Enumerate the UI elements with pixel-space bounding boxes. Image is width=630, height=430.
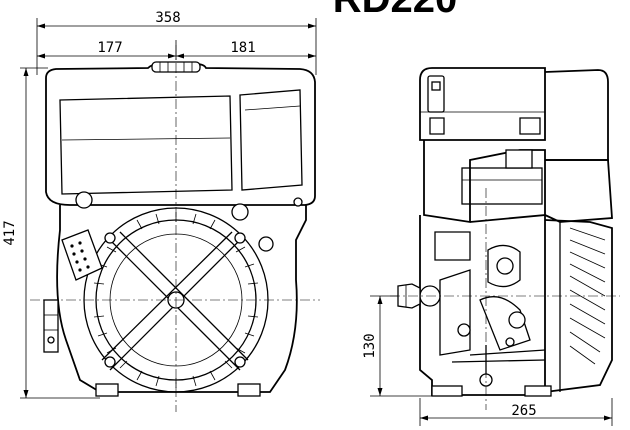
front-view: 358 177 181 417 — [2, 10, 320, 412]
model-title: RD220 — [333, 0, 458, 21]
dim-130-label: 130 — [362, 333, 378, 358]
dim-358-label: 358 — [155, 10, 180, 26]
dim-overall-width: 358 — [37, 10, 316, 29]
dim-177-label: 177 — [97, 40, 122, 56]
side-view: 130 265 — [362, 67, 620, 426]
dim-181-label: 181 — [230, 40, 255, 56]
dim-417-label: 417 — [2, 220, 18, 245]
dim-overall-height: 417 — [2, 67, 100, 399]
dim-side-depth: 265 — [419, 398, 613, 426]
dim-265-label: 265 — [511, 403, 536, 419]
dim-shaft-height: 130 — [362, 295, 432, 397]
dim-half-widths: 177 181 — [37, 40, 316, 59]
